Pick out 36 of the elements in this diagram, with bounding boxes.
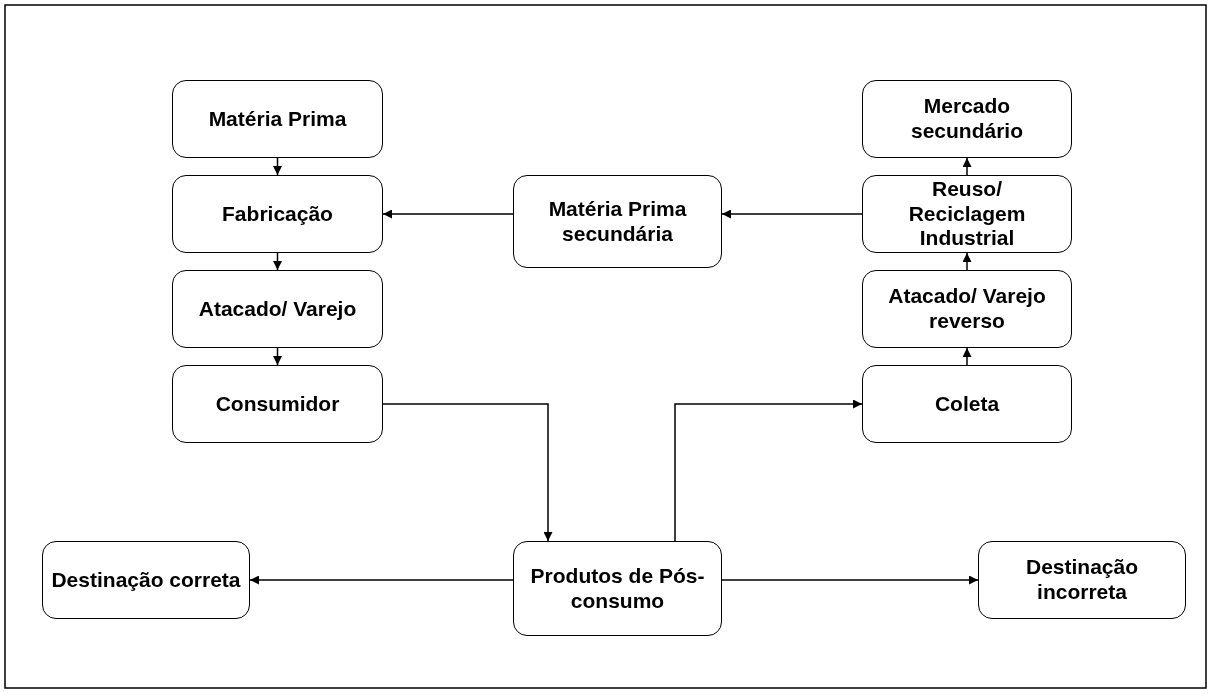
process-box bbox=[172, 270, 383, 348]
box-label: Fabricação bbox=[221, 201, 334, 227]
box-label: Mercado secundário bbox=[909, 94, 1024, 144]
box-label: Destinação correta bbox=[50, 567, 242, 593]
arrow bbox=[382, 403, 553, 542]
arrow bbox=[273, 157, 282, 176]
arrow bbox=[962, 347, 972, 366]
arrow bbox=[273, 347, 282, 366]
process-box bbox=[513, 541, 722, 636]
process-box bbox=[172, 80, 383, 158]
box-label: Atacado/ Varejo reverso bbox=[887, 284, 1047, 334]
arrow bbox=[721, 209, 863, 219]
box-label: Destinação incorreta bbox=[1024, 555, 1139, 605]
box-label: Produtos de Pós-consumo bbox=[529, 563, 706, 614]
arrow bbox=[962, 252, 972, 271]
arrow bbox=[674, 399, 863, 542]
process-box bbox=[862, 270, 1072, 348]
box-label: Matéria Prima bbox=[207, 106, 348, 132]
process-box bbox=[513, 175, 722, 268]
arrow bbox=[249, 575, 514, 585]
box-label: Consumidor bbox=[214, 391, 341, 417]
process-box bbox=[42, 541, 250, 619]
process-box bbox=[862, 365, 1072, 443]
process-box bbox=[172, 175, 383, 253]
arrow bbox=[382, 209, 514, 219]
arrow bbox=[721, 575, 979, 585]
arrow bbox=[273, 252, 282, 271]
box-label: Reuso/ Reciclagem Industrial bbox=[907, 176, 1027, 252]
box-label: Atacado/ Varejo bbox=[197, 296, 358, 322]
arrow bbox=[962, 157, 972, 176]
box-label: Coleta bbox=[933, 391, 1001, 417]
process-box bbox=[862, 80, 1072, 158]
box-label: Matéria Prima secundária bbox=[547, 196, 688, 247]
process-box bbox=[862, 175, 1072, 253]
process-box bbox=[978, 541, 1186, 619]
process-box bbox=[172, 365, 383, 443]
